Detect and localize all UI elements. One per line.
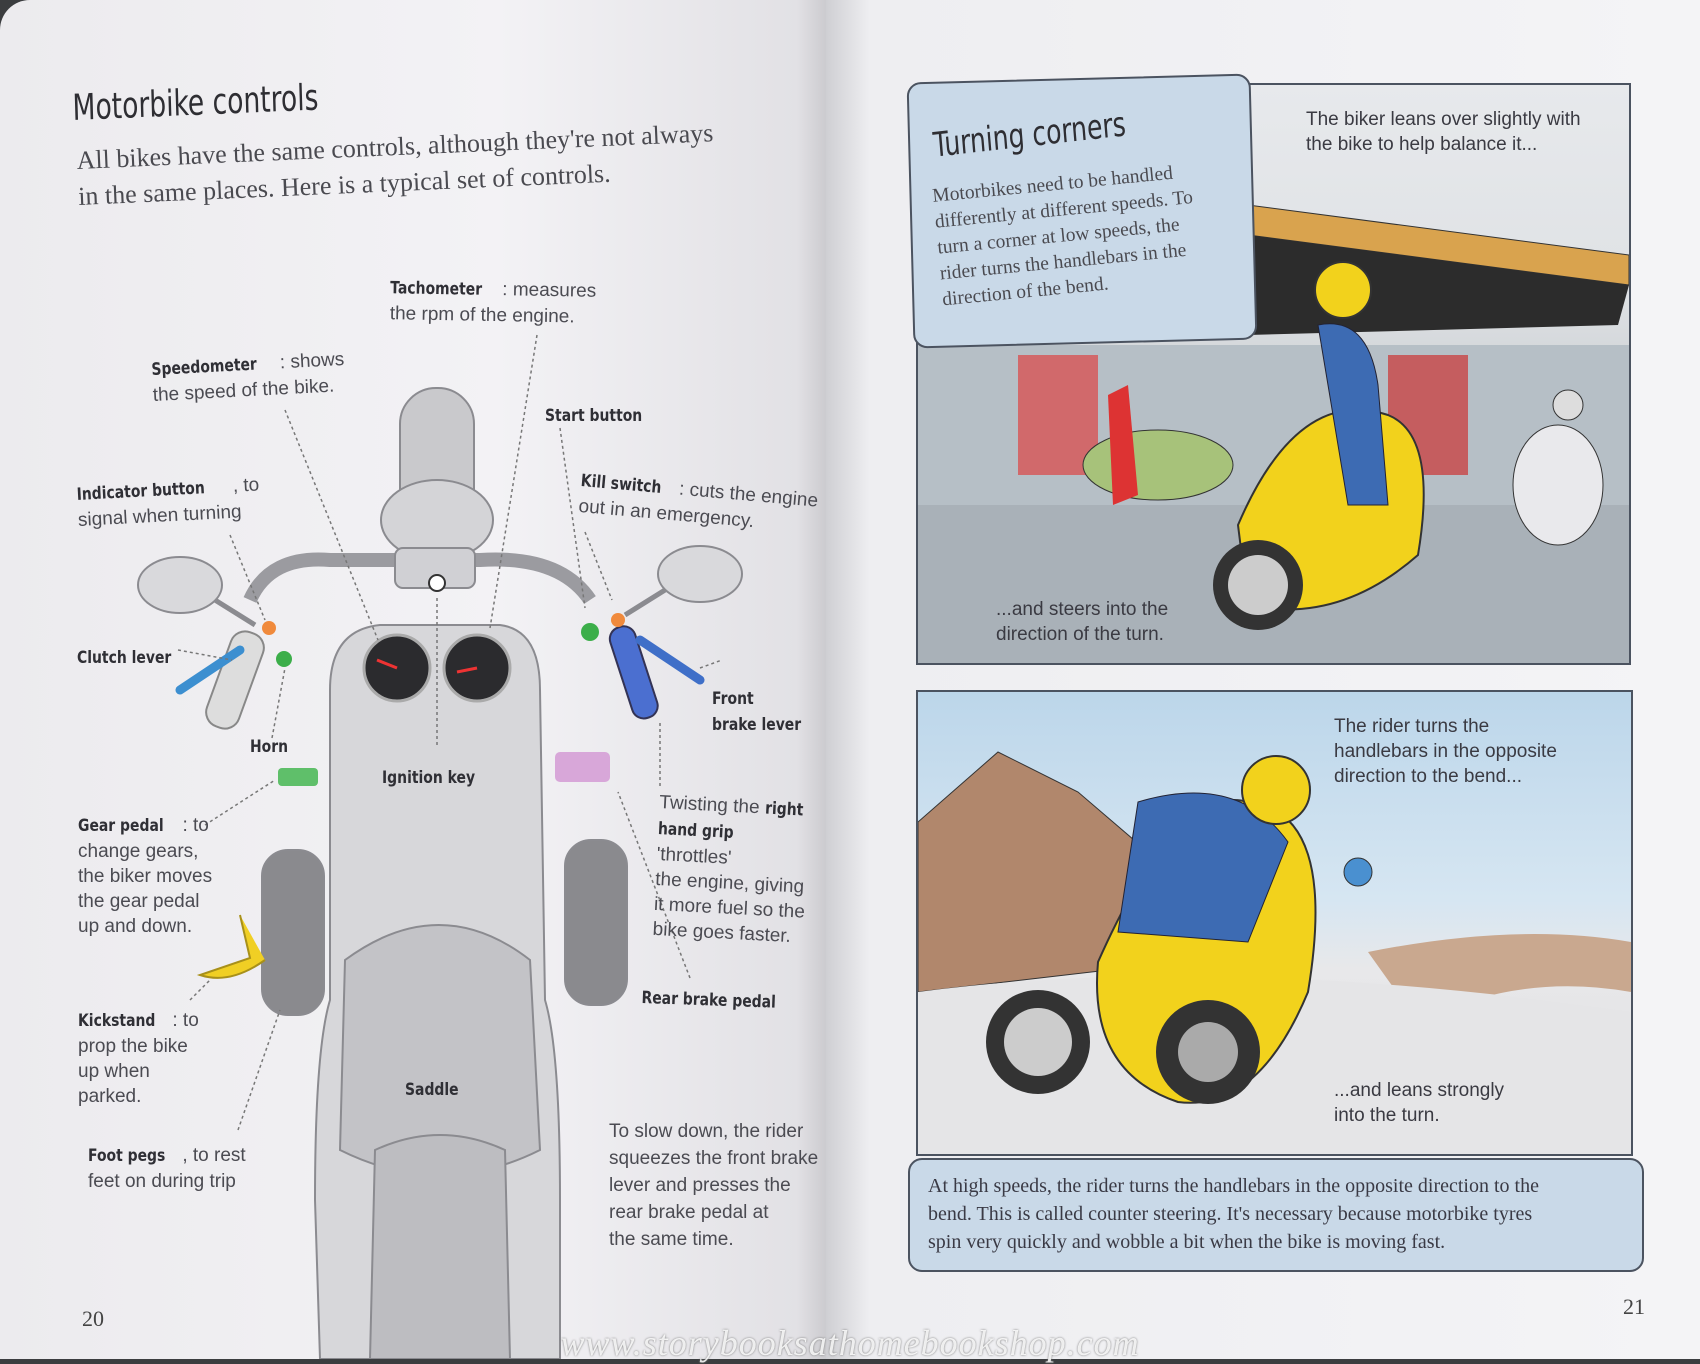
label-start-button: Start button: [545, 406, 643, 426]
label-saddle: Saddle: [405, 1080, 459, 1100]
right-mirror: [657, 545, 743, 603]
motorbike-diagram: [137, 334, 743, 1359]
page-number-right: 21: [1623, 1294, 1645, 1319]
rear-wheel-left: [261, 849, 325, 1016]
label-clutch-lever: Clutch lever: [77, 648, 172, 668]
front-brake-lever-shape: [635, 635, 705, 685]
gear-pedal: [278, 768, 318, 786]
rear-brake-pedal-shape: [555, 752, 610, 782]
left-mirror: [137, 556, 223, 614]
watermark: www.storybooksathomebookshop.com: [560, 1323, 1140, 1363]
left-page: Motorbike controls All bikes have the sa…: [0, 0, 830, 1359]
page-number-left: 20: [82, 1306, 104, 1331]
left-grip: [205, 630, 265, 730]
counter-steering-text: At high speeds, the rider turns the hand…: [928, 1175, 1539, 1253]
box-title: Turning corners: [931, 104, 1128, 166]
petrol-station-scene: [918, 204, 1629, 663]
mountain-road-scene: [918, 751, 1631, 1154]
clutch-lever: [175, 645, 245, 695]
turning-corners-box: Turning corners Motorbikes need to be ha…: [906, 73, 1258, 349]
label-ignition-key: Ignition key: [382, 768, 476, 788]
right-grip: [608, 625, 659, 720]
kickstand: [196, 914, 266, 979]
label-horn: Horn: [250, 737, 289, 757]
rear-wheel-right: [564, 839, 628, 1006]
counter-steering-box: At high speeds, the rider turns the hand…: [908, 1158, 1644, 1272]
